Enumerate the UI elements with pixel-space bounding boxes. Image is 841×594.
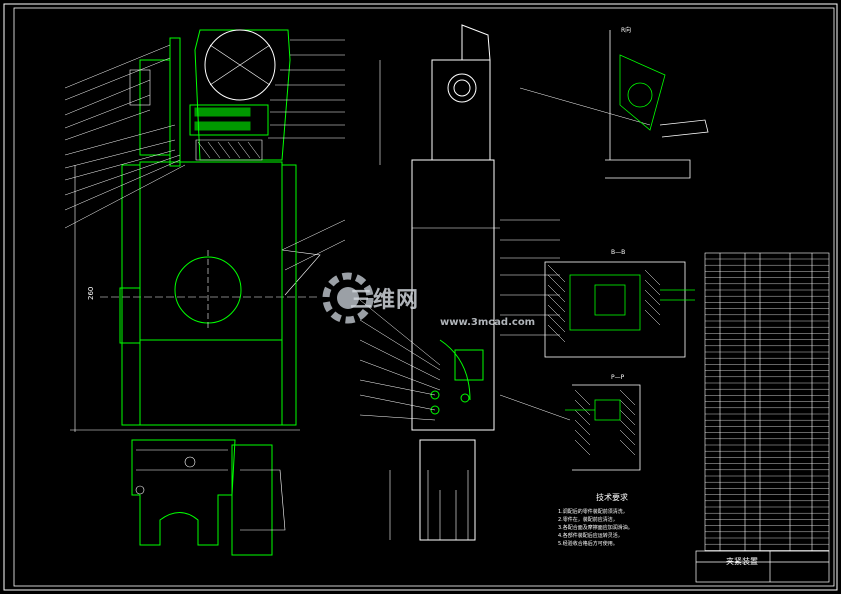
technical-note: 4.各部件装配后应运转灵活， xyxy=(558,533,623,539)
title-block xyxy=(695,550,830,583)
parts-list-rows xyxy=(705,258,829,551)
outer-border xyxy=(3,3,838,591)
watermark-url: www.3mcad.com xyxy=(440,317,536,328)
watermark-logo xyxy=(322,272,374,324)
section-label-b: B—B xyxy=(611,249,626,256)
height-dimension: 260 xyxy=(87,286,95,300)
r-view xyxy=(605,30,709,179)
technical-requirements-title: 技术要求 xyxy=(596,493,628,502)
technical-note: 5.经验收合格后方可使用。 xyxy=(558,541,618,547)
left-leaders xyxy=(64,39,346,271)
view-label-r: R向 xyxy=(621,27,632,34)
technical-note: 2.零件在，装配前应清洁， xyxy=(558,517,618,523)
technical-note: 3.各配合面及摩擦面应加润滑油。 xyxy=(558,525,633,531)
p-p-section xyxy=(565,384,641,471)
middle-leaders xyxy=(359,87,651,421)
middle-view xyxy=(379,24,500,541)
left-view xyxy=(70,29,321,556)
inner-border xyxy=(13,7,835,587)
section-label-p: P—P xyxy=(611,374,625,381)
watermark-text: 三维网 xyxy=(350,288,420,313)
b-b-section xyxy=(544,261,695,358)
technical-note: 1.调配后的零件装配前须清洗， xyxy=(558,509,628,515)
title-block-name: 夹紧装置 xyxy=(726,557,758,566)
